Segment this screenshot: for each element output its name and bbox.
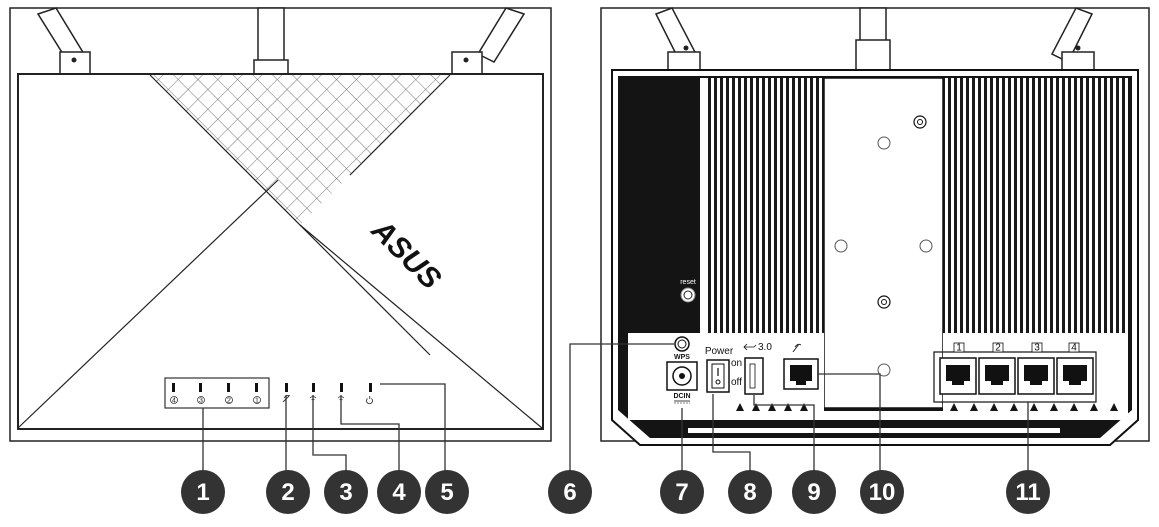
- usb-port[interactable]: [744, 357, 764, 395]
- lan-led-mark-4: 4: [172, 398, 176, 405]
- callout-4: 4: [377, 470, 421, 514]
- power-led: [369, 383, 372, 392]
- power-on-label: on: [731, 358, 742, 369]
- lan-led-group: 4 3 2 1: [164, 377, 270, 409]
- lan-port-2[interactable]: [978, 357, 1016, 395]
- svg-text:6: 6: [563, 479, 576, 506]
- callout-7: 7: [660, 470, 704, 514]
- callout-11: 11: [1006, 470, 1050, 514]
- reset-button[interactable]: [680, 287, 696, 303]
- wifi-5g-led: [340, 383, 343, 392]
- lan-led-mark-1: 1: [255, 398, 259, 405]
- callout-5: 5: [425, 470, 469, 514]
- antenna-left: [36, 7, 91, 75]
- svg-text:8: 8: [743, 479, 756, 506]
- callout-8: 8: [728, 470, 772, 514]
- lan-port-label-3: 3: [1034, 343, 1040, 354]
- lan-port-3[interactable]: [1017, 357, 1055, 395]
- svg-text:9: 9: [807, 479, 820, 506]
- lan-port-label-1: 1: [956, 343, 962, 354]
- callout-6: 6: [548, 470, 592, 514]
- center-plate: [823, 77, 944, 409]
- svg-text:2: 2: [281, 479, 294, 506]
- lan-led-4: [172, 383, 175, 392]
- svg-text:10: 10: [869, 479, 896, 506]
- callout-10: 10: [860, 470, 904, 514]
- callout-9: 9: [792, 470, 836, 514]
- lan-led-3: [199, 383, 202, 392]
- wps-button[interactable]: [674, 336, 690, 352]
- lan-led-1: [255, 383, 258, 392]
- usb-version-label: 3.0: [758, 342, 772, 353]
- callout-2: 2: [266, 470, 310, 514]
- dcin-label: DCIN: [673, 393, 690, 400]
- screw-bottom: [877, 295, 891, 309]
- lan-led-mark-3: 3: [199, 398, 203, 405]
- rear-view: reset WPS DCIN Power on off 3.0: [600, 7, 1150, 446]
- svg-text:5: 5: [440, 479, 453, 506]
- antenna-right: [451, 7, 526, 75]
- screw-top: [913, 115, 927, 129]
- lan-port-4[interactable]: [1056, 357, 1094, 395]
- svg-text:1: 1: [196, 479, 209, 506]
- vent-panel-right: [943, 78, 1128, 333]
- svg-text:4: 4: [392, 479, 406, 506]
- lan-port-label-4: 4: [1071, 343, 1077, 354]
- antenna-center: [253, 7, 289, 75]
- lan-port-group: [933, 351, 1097, 403]
- lan-led-2: [227, 383, 230, 392]
- wps-label: WPS: [674, 354, 690, 361]
- usb-icon: [743, 343, 757, 351]
- wifi-2g-led: [312, 383, 315, 392]
- front-view: ASUS 4 3 2 1: [9, 7, 552, 442]
- lan-port-1[interactable]: [939, 357, 977, 395]
- svg-text:7: 7: [675, 479, 688, 506]
- power-icon: [366, 396, 373, 405]
- svg-text:11: 11: [1015, 479, 1040, 506]
- callout-3: 3: [324, 470, 368, 514]
- callout-1: 1: [181, 470, 225, 514]
- power-off-label: off: [731, 377, 742, 388]
- svg-text:3: 3: [339, 479, 352, 506]
- leader-lines: [202, 343, 1029, 476]
- lan-led-mark-2: 2: [227, 398, 231, 405]
- power-label: Power: [705, 346, 734, 357]
- vent-panel-left: [706, 78, 824, 333]
- wan-led: [285, 383, 288, 392]
- reset-label: reset: [680, 279, 696, 286]
- lan-port-label-2: 2: [995, 343, 1001, 354]
- mesh-grille: [150, 75, 450, 225]
- wan-port-globe-icon: [792, 343, 802, 353]
